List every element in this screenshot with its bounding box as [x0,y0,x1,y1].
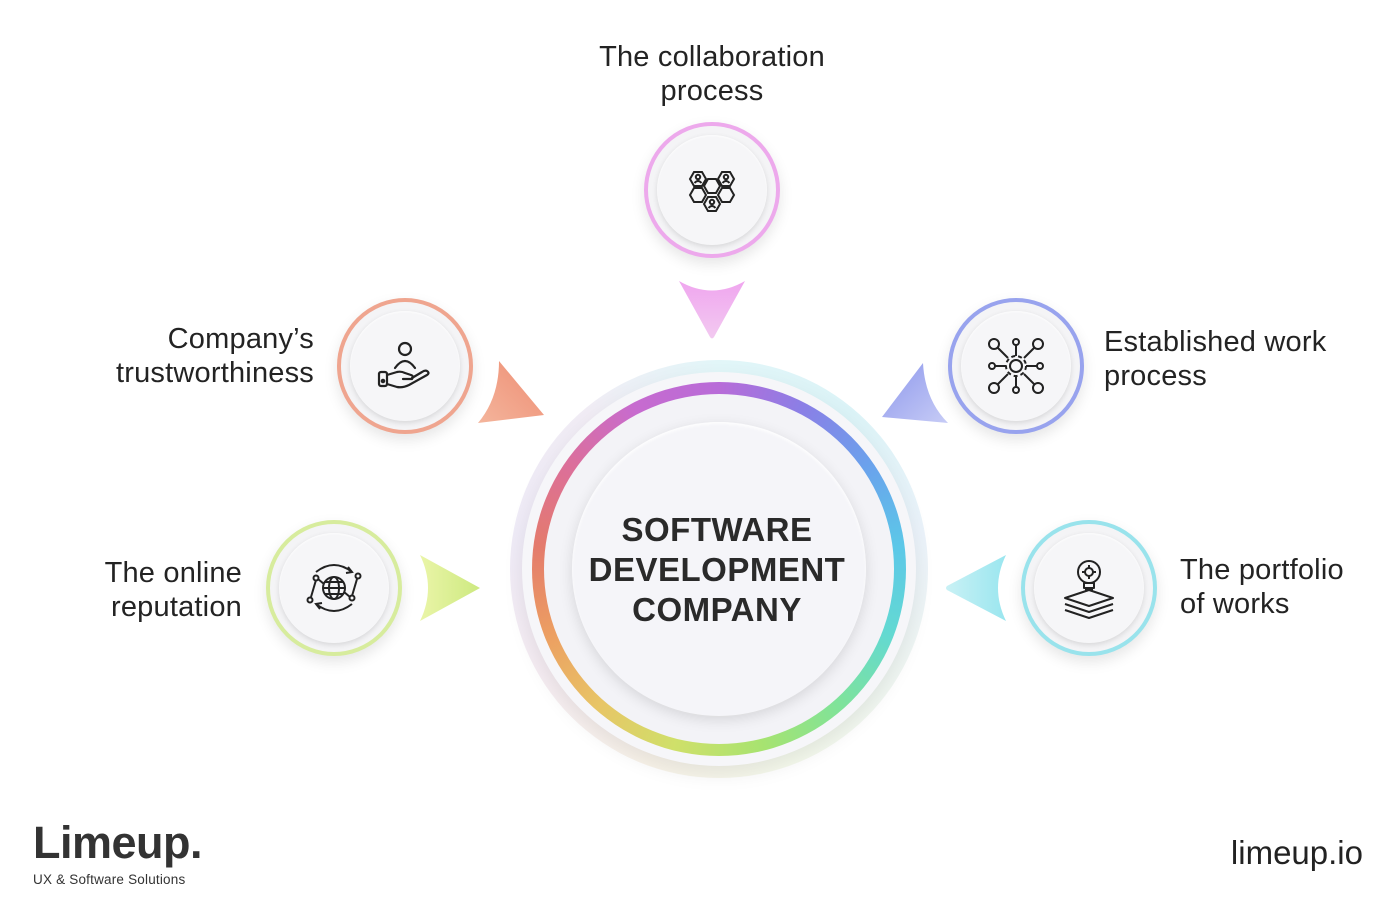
brand-tagline: UX & Software Solutions [33,872,186,887]
established-label: Established work process [1104,326,1327,392]
hand-person-icon [377,341,430,389]
globe-cycle-icon [306,564,362,612]
collaboration-label: The collaboration process [599,41,825,107]
reputation-label: The online reputation [104,557,242,623]
collaboration-arrow [679,281,745,339]
hexagon-team-icon [688,171,736,212]
trust-node [337,298,473,434]
collaboration-node [644,122,780,258]
network-gear-icon [988,338,1044,394]
reputation-arrow [420,555,480,621]
established-arrow [882,363,948,423]
portfolio-label: The portfolio of works [1180,554,1344,620]
portfolio-node [1021,520,1157,656]
established-node [948,298,1084,434]
bulb-layers-icon [1064,560,1114,619]
portfolio-arrow [946,555,1006,621]
brand-name: Limeup. [33,817,203,868]
trust-label: Company’s trustworthiness [115,323,314,389]
trust-arrow [478,361,544,423]
hub-title: SOFTWARE DEVELOPMENT COMPANY [588,511,846,628]
site-url: limeup.io [1230,834,1363,871]
brand-logo: Limeup. UX & Software Solutions [33,817,203,888]
reputation-node [266,520,402,656]
hub-center [572,422,866,716]
